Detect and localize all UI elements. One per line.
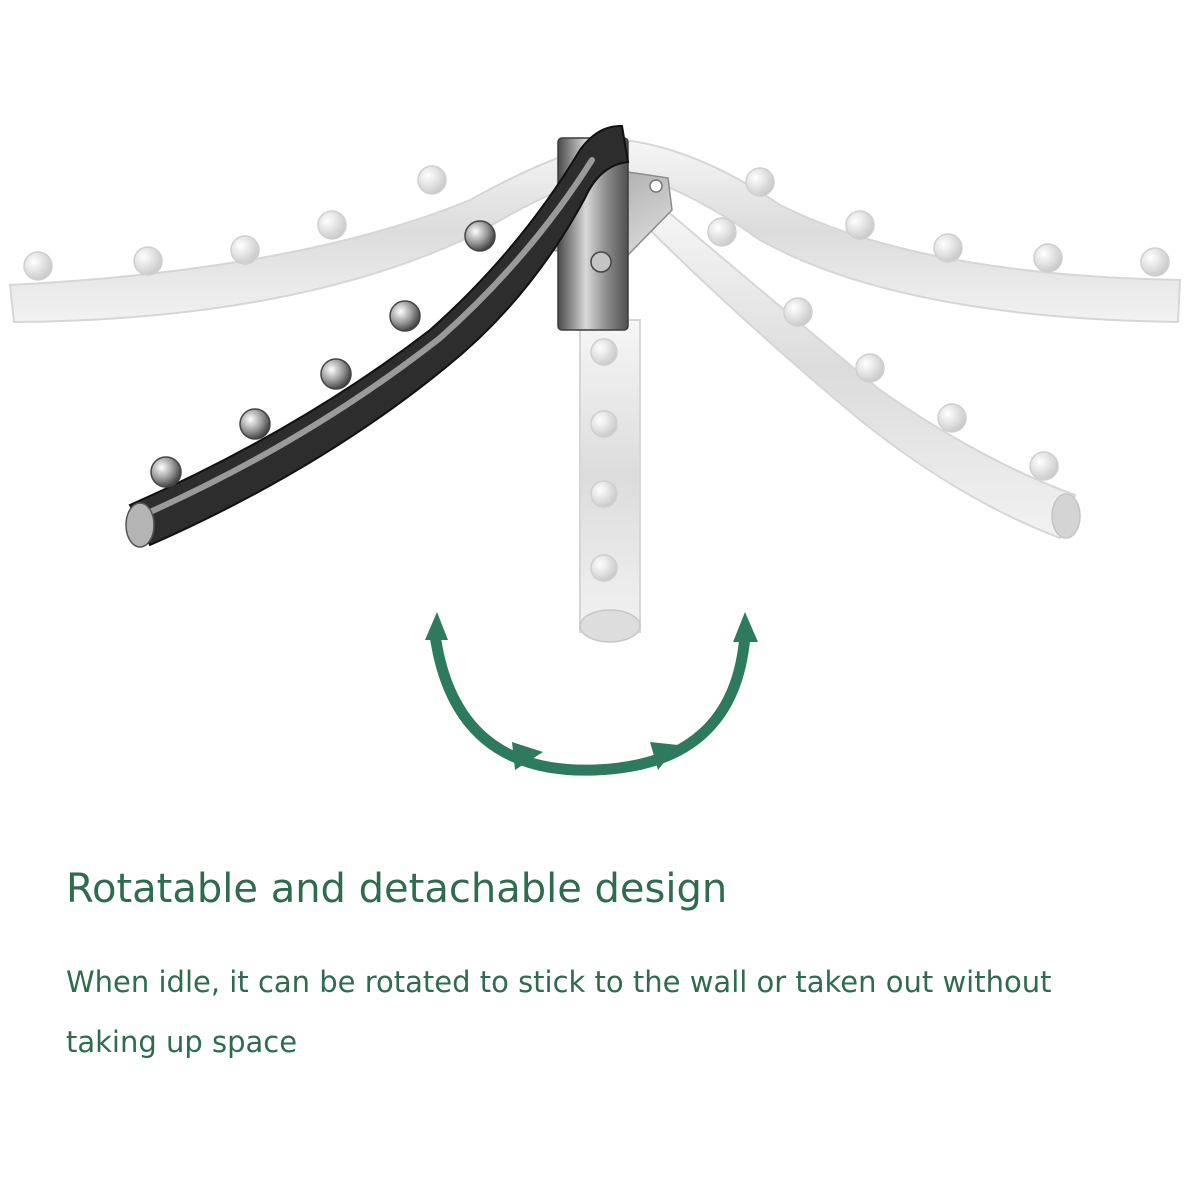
ghost-arm-right-horizontal	[623, 138, 1182, 324]
ghost-arm-right-down	[643, 203, 1081, 540]
chrome-arm	[125, 124, 630, 548]
ghost-arm-left-horizontal	[8, 138, 624, 324]
caption-headline: Rotatable and detachable design	[66, 866, 728, 912]
rotation-arc-arrow-icon	[425, 612, 758, 776]
ghost-arm-vertical	[579, 319, 641, 643]
caption-description: When idle, it can be rotated to stick to…	[66, 965, 1052, 1059]
